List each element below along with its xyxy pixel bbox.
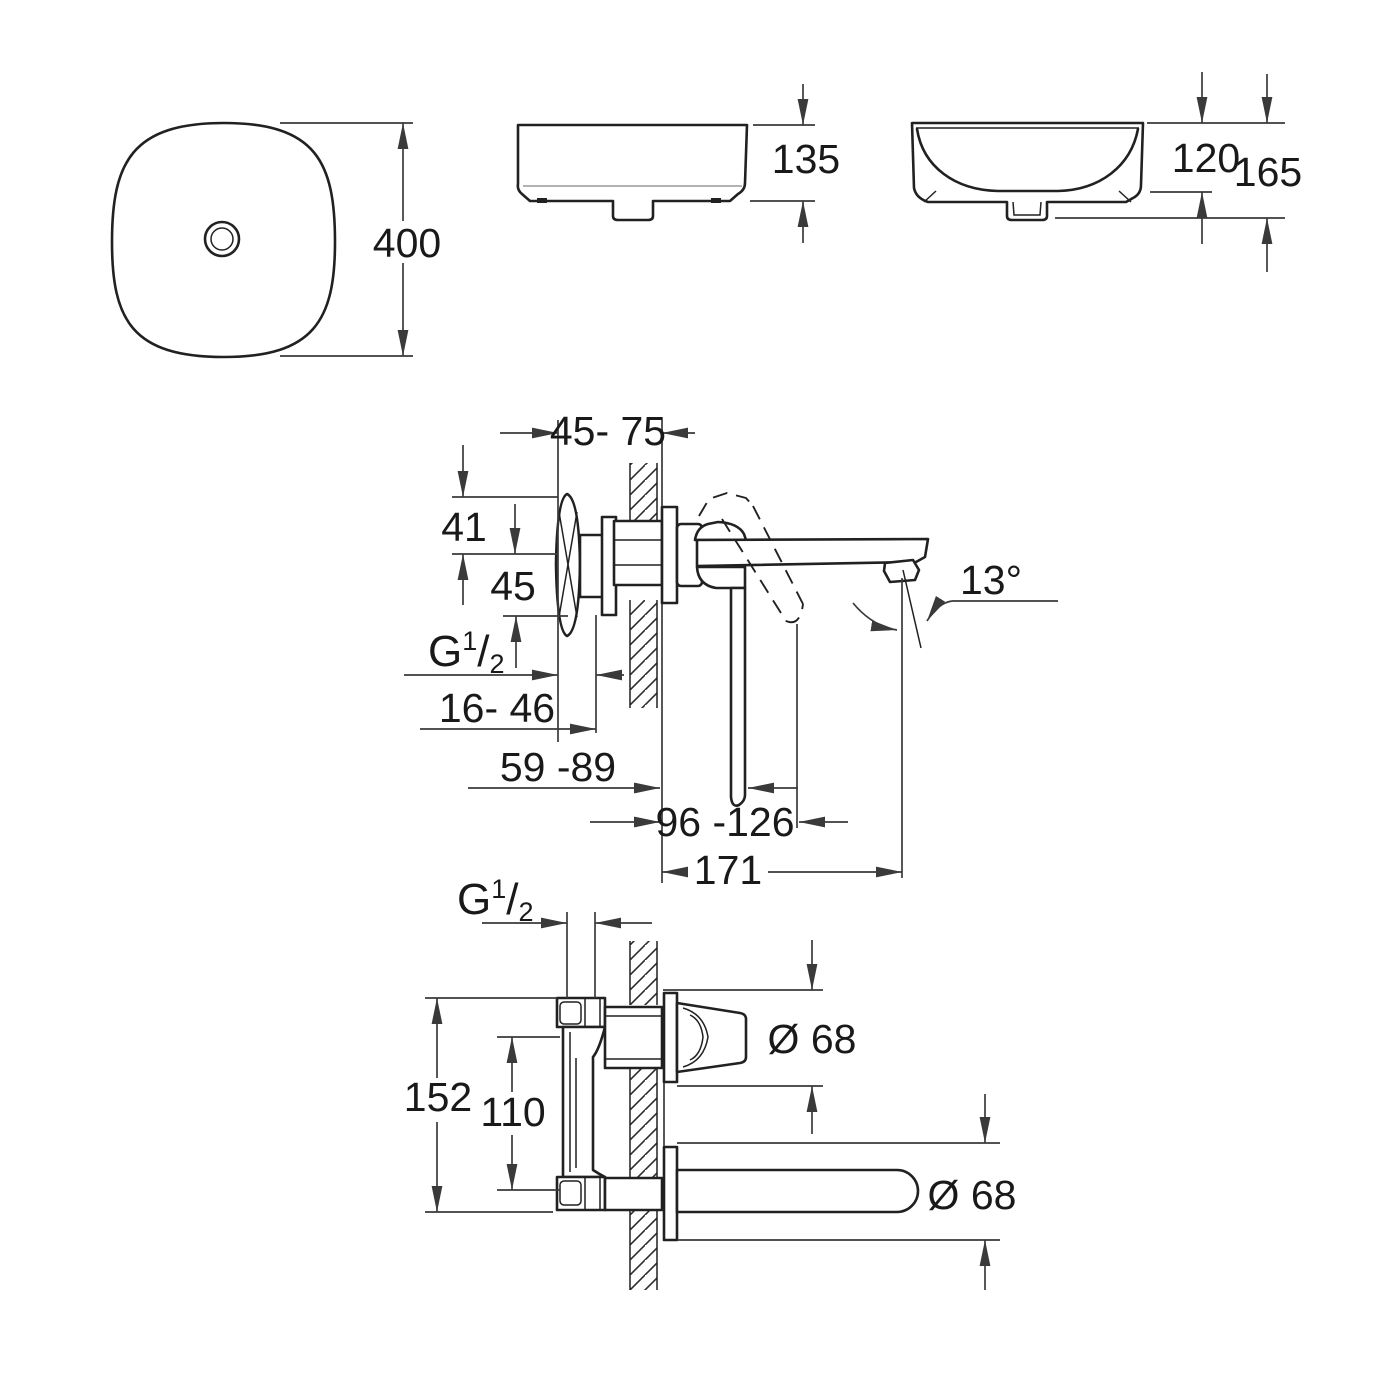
basin-front-outline [516, 123, 749, 222]
lever-handle-open-dashed [698, 492, 804, 624]
dimension-range-mid: 59 -89 [468, 744, 798, 794]
dimension-above-axis: 41 [441, 445, 558, 605]
handle-cone [675, 1001, 748, 1074]
thread-denominator: 2 [519, 897, 534, 927]
dimension-below-axis: 45 [490, 504, 568, 668]
foot-edge-right [1118, 190, 1132, 203]
overall-height-label-rough: 152 [404, 1074, 472, 1120]
dimension-overall-height: 152 [404, 997, 557, 1213]
drain-inner-circle [210, 227, 234, 251]
spout-angle-label: 13° [960, 557, 1022, 603]
thread-g: G [457, 875, 491, 924]
cartridge-sleeve [603, 1005, 664, 1070]
basin-top-view: 400 [110, 121, 441, 359]
spout-escutcheon-dia-label: Ø 68 [928, 1172, 1017, 1218]
dimension-basin-height: 135 [750, 84, 840, 243]
spout-projection-label: 171 [694, 847, 762, 893]
handle-cone-dome [682, 1007, 709, 1068]
drain-outer-circle [203, 220, 241, 258]
range-short-label: 16- 46 [439, 685, 555, 731]
port-spacing-label: 110 [480, 1089, 545, 1135]
knob-cross-line-2 [558, 511, 578, 618]
dimension-basin-width: 400 [280, 122, 441, 357]
spout-supply-tube [603, 1176, 664, 1212]
basin-section-outline [910, 121, 1145, 222]
dimension-thread-size-rough: G1/2 [457, 874, 652, 998]
spout-bottom-view [675, 1168, 920, 1214]
spout [695, 537, 930, 568]
spout-angle-axis [902, 569, 922, 649]
dimension-range-short: 16- 46 [420, 685, 596, 735]
dimension-spout-escutcheon-dia: Ø 68 [677, 1094, 1016, 1290]
bowl-depth-label: 120 [1172, 135, 1240, 181]
rough-in-body [555, 996, 664, 1212]
foot-edge-left [923, 190, 937, 203]
top-port-nut [559, 1001, 582, 1025]
aerator [882, 558, 921, 584]
basin-width-label: 400 [373, 220, 441, 266]
thread-size-label-mixer: G1/2 [428, 626, 505, 679]
dimension-wall-depth-range: 45- 75 [500, 408, 695, 454]
basin-rim-outline [110, 121, 337, 359]
basin-foot-left [537, 198, 547, 203]
wall-section-middle [629, 463, 658, 708]
thread-numerator: 1 [491, 874, 506, 904]
overall-height-label: 165 [1234, 149, 1302, 195]
mixer-side-view: 45- 75 41 45 G1/2 16- 46 [404, 408, 1058, 893]
dimension-thread-size-mixer: G1/2 [404, 626, 624, 681]
thread-denominator: 2 [490, 649, 505, 679]
escutcheon-plate [660, 505, 679, 605]
lever-mount [695, 565, 747, 590]
annotation-spout-angle: 13° [852, 557, 1058, 649]
drain-inner-lines [1012, 201, 1042, 216]
dimension-basin-overall-height: 165 [1055, 74, 1302, 272]
spout-escutcheon [662, 1145, 679, 1242]
wall-section-bottom [629, 941, 658, 1290]
lever-pivot-dome [693, 520, 748, 542]
handle-escutcheon [662, 991, 679, 1084]
rough-in-view: G1/2 152 110 Ø 68 [404, 874, 1016, 1290]
thread-size-label-rough: G1/2 [457, 874, 534, 927]
basin-front-view: 135 [516, 84, 840, 243]
range-long-label: 96 -126 [655, 799, 794, 845]
thread-slash: / [506, 875, 519, 924]
thread-numerator: 1 [462, 626, 477, 656]
range-mid-label: 59 -89 [500, 744, 616, 790]
dimension-handle-escutcheon-dia: Ø 68 [663, 940, 856, 1134]
thread-g: G [428, 627, 462, 676]
bottom-port-nut [559, 1180, 582, 1206]
above-axis-label: 41 [441, 504, 487, 550]
handle-cone-highlight [689, 1014, 704, 1061]
basin-height-label: 135 [772, 136, 840, 182]
lever-handle-closed [729, 586, 747, 807]
rough-body-block [578, 533, 606, 599]
below-axis-label: 45 [490, 563, 536, 609]
bowl-inner-curve [915, 127, 1140, 193]
thread-slash: / [477, 627, 490, 676]
handle-escutcheon-dia-label: Ø 68 [768, 1016, 857, 1062]
dimension-spout-projection: 171 [662, 847, 902, 893]
basin-section-view: 120 165 [910, 72, 1302, 272]
basin-foot-right [711, 198, 721, 203]
wall-depth-range-label: 45- 75 [550, 408, 666, 454]
dimension-port-spacing: 110 [480, 1036, 560, 1191]
dimension-range-long: 96 -126 [590, 799, 848, 845]
wall-sleeve [612, 519, 664, 587]
